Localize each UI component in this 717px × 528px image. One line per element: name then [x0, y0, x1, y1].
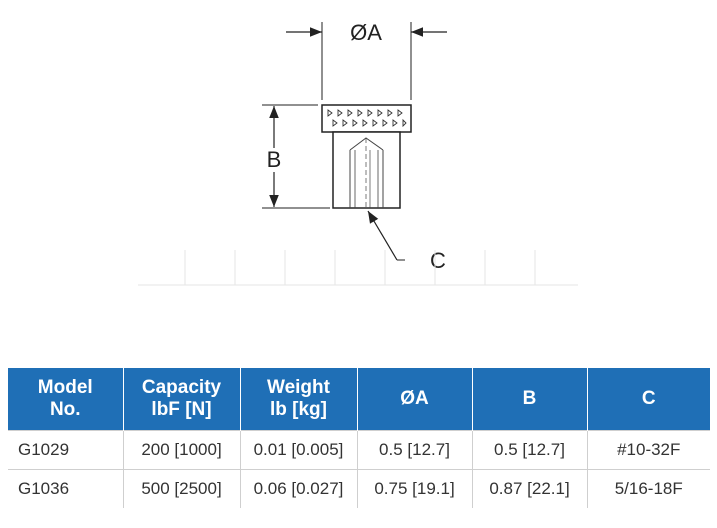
- dim-a-label: ØA: [350, 20, 382, 45]
- cell-capacity: 500 [2500]: [122, 469, 240, 508]
- technical-drawing: ØA B C: [138, 20, 578, 286]
- button-body: [332, 131, 401, 209]
- header-b: B: [471, 368, 587, 431]
- cell-c: #10-32F: [586, 430, 710, 470]
- cell-b: 0.5 [12.7]: [471, 430, 587, 470]
- dimension-a: ØA: [286, 20, 447, 100]
- dimension-c: C: [367, 210, 446, 273]
- header-dia-a: ØA: [356, 368, 472, 431]
- cell-weight: 0.06 [0.027]: [239, 469, 357, 508]
- header-c: C: [586, 368, 710, 431]
- dimension-b: B: [262, 104, 330, 209]
- cell-c: 5/16-18F: [586, 469, 710, 508]
- knurled-cap: [321, 104, 412, 133]
- reflection-strip: [138, 250, 578, 286]
- cell-capacity: 200 [1000]: [122, 430, 240, 470]
- cell-b: 0.87 [22.1]: [471, 469, 587, 508]
- cell-model: G1036: [18, 479, 70, 498]
- dim-b-label: B: [267, 147, 282, 172]
- dim-c-label: C: [430, 248, 446, 273]
- cell-model: G1029: [8, 430, 123, 470]
- cell-dia-a: 0.75 [19.1]: [356, 469, 472, 508]
- table-row: G1036 500 [2500] 0.06 [0.027] 0.75 [19.1…: [8, 469, 710, 508]
- cell-dia-a: 0.5 [12.7]: [356, 430, 472, 470]
- cell-weight: 0.01 [0.005]: [239, 430, 357, 470]
- table-row: G1029 200 [1000] 0.01 [0.005] 0.5 [12.7]…: [8, 430, 710, 470]
